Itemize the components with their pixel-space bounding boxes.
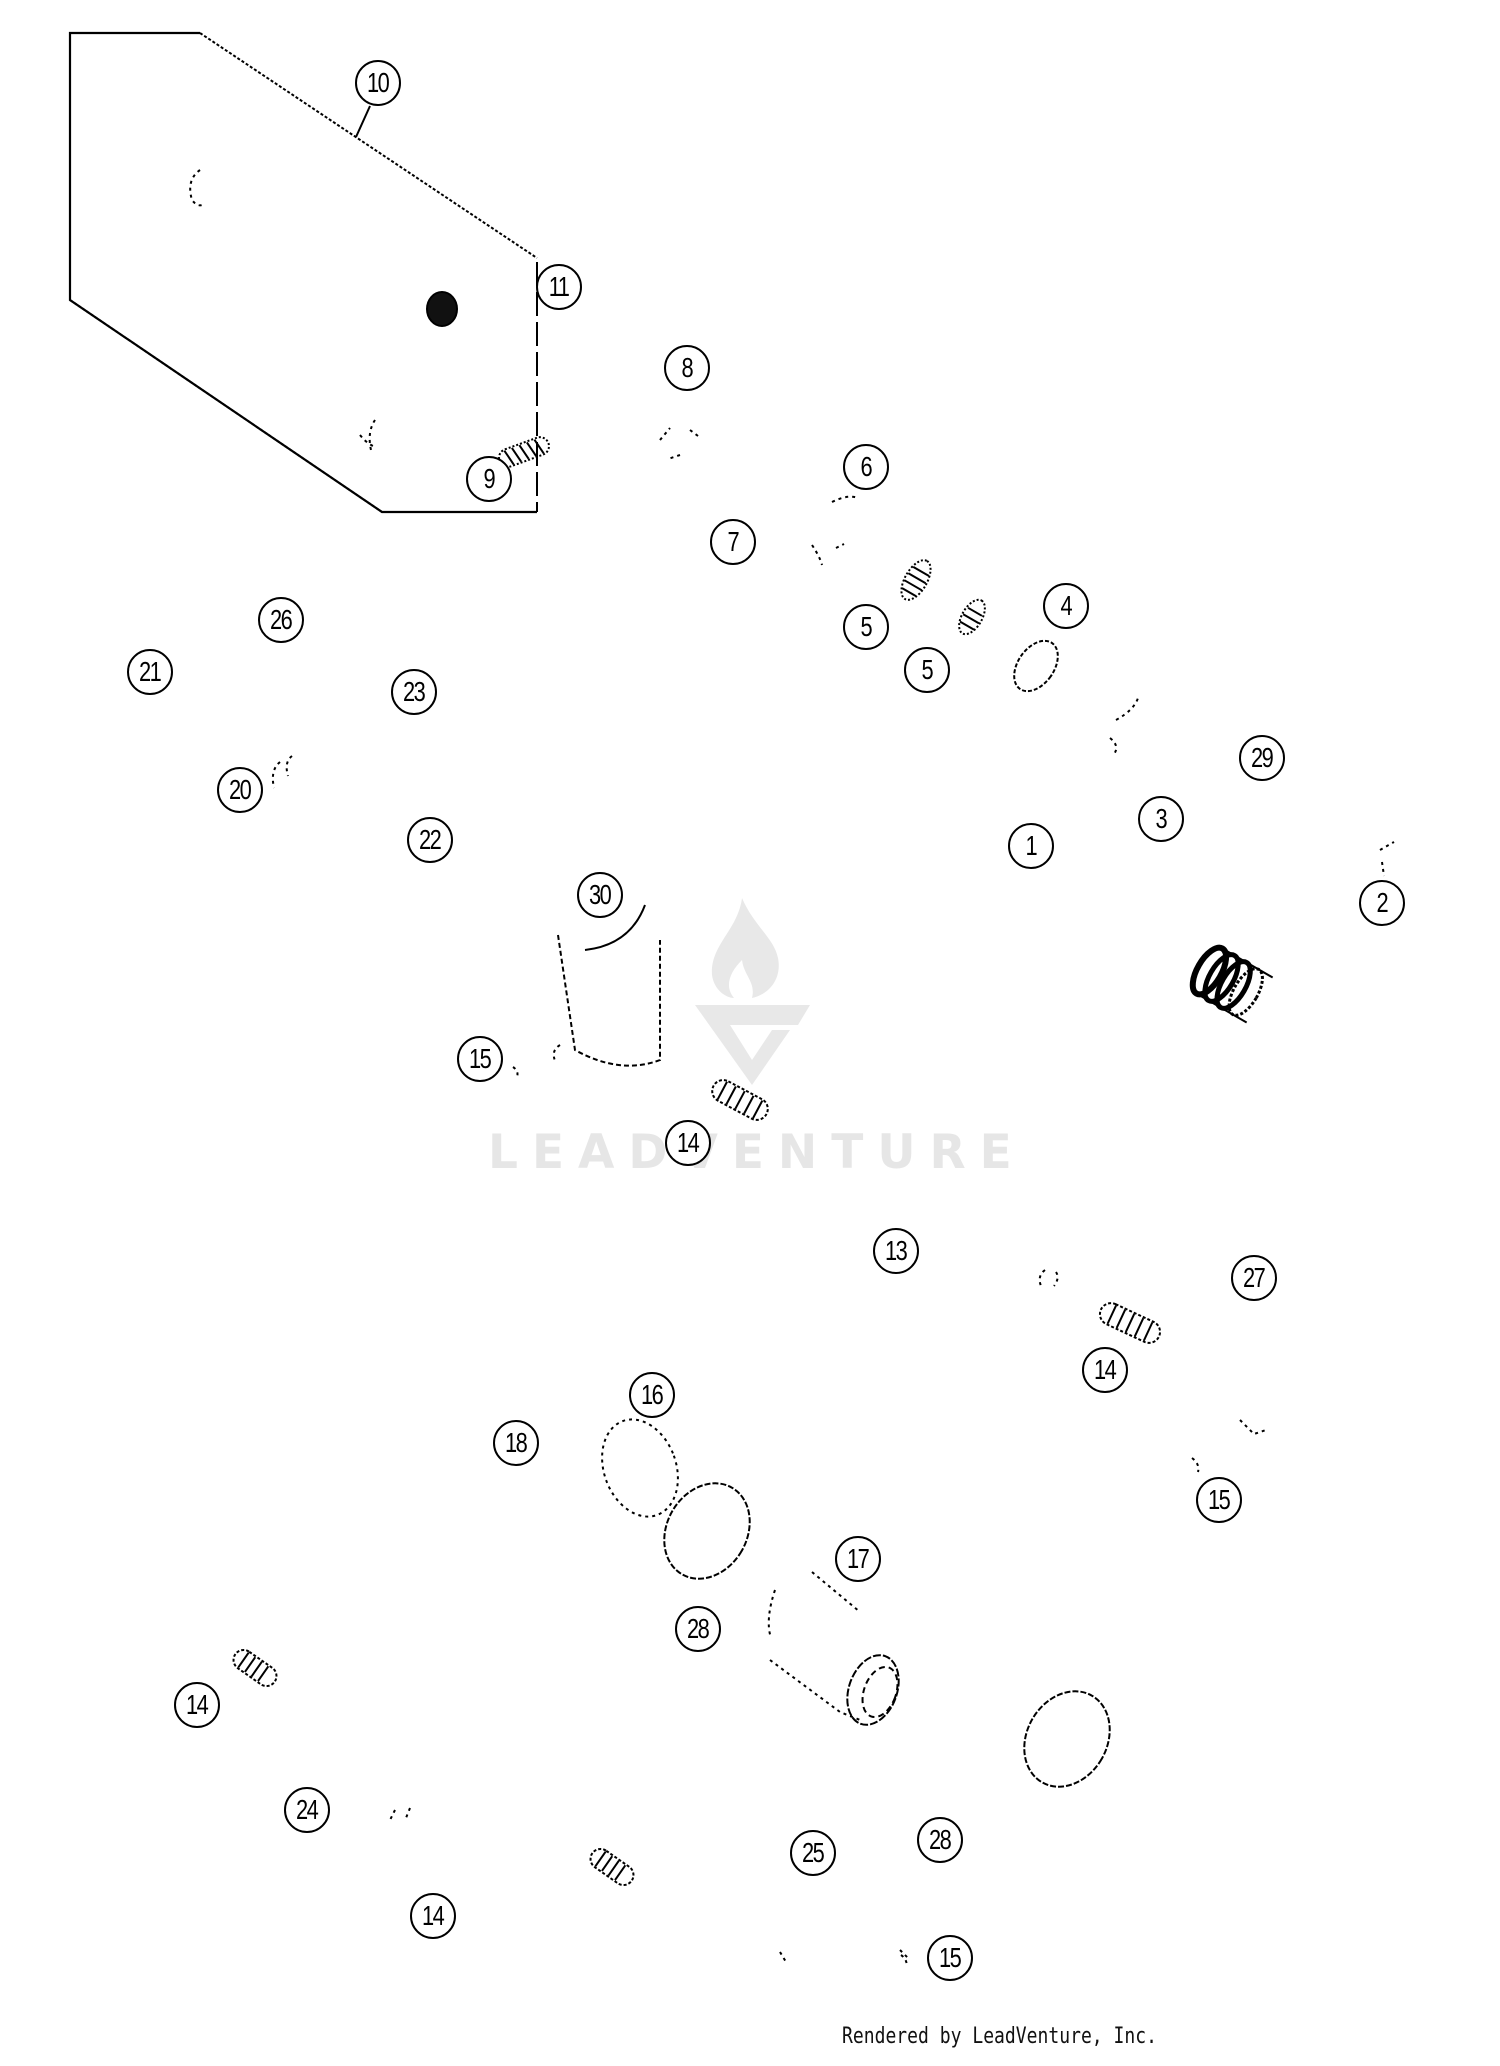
callout-26[interactable]: 26 [258,597,304,643]
group-box-outline [68,31,537,514]
callout-15[interactable]: 15 [927,1935,973,1981]
callout-2[interactable]: 2 [1359,880,1405,926]
callout-4[interactable]: 4 [1043,583,1089,629]
callout-3[interactable]: 3 [1138,796,1184,842]
callout-25[interactable]: 25 [790,1830,836,1876]
callout-17[interactable]: 17 [835,1536,881,1582]
callout-6[interactable]: 6 [843,444,889,490]
callout-18[interactable]: 18 [493,1420,539,1466]
callout-15[interactable]: 15 [1196,1477,1242,1523]
leadventure-logo-icon [695,898,810,1085]
callout-29[interactable]: 29 [1239,735,1285,781]
callout-28[interactable]: 28 [675,1606,721,1652]
callout-7[interactable]: 7 [710,519,756,565]
callout-5[interactable]: 5 [843,604,889,650]
callout-22[interactable]: 22 [407,817,453,863]
callout-5[interactable]: 5 [904,647,950,693]
callout-14[interactable]: 14 [665,1120,711,1166]
callout-8[interactable]: 8 [664,345,710,391]
watermark-text: LEADVENTURE [488,1125,1026,1180]
callout-27[interactable]: 27 [1231,1255,1277,1301]
callout-14[interactable]: 14 [1082,1347,1128,1393]
footer-credit: Rendered by LeadVenture, Inc. [842,2024,1157,2049]
callout-10[interactable]: 10 [355,60,401,106]
callout-21[interactable]: 21 [127,649,173,695]
callout-14[interactable]: 14 [174,1682,220,1728]
callout-9[interactable]: 9 [466,456,512,502]
callout-14[interactable]: 14 [410,1893,456,1939]
callout-13[interactable]: 13 [873,1228,919,1274]
spring-11 [426,291,458,327]
callout-11[interactable]: 11 [536,264,582,310]
callout-20[interactable]: 20 [217,767,263,813]
callout-28[interactable]: 28 [917,1817,963,1863]
callout-24[interactable]: 24 [284,1787,330,1833]
callout-15[interactable]: 15 [457,1036,503,1082]
callout-23[interactable]: 23 [391,669,437,715]
callout-1[interactable]: 1 [1008,823,1054,869]
callout-30[interactable]: 30 [577,872,623,918]
callout-16[interactable]: 16 [629,1372,675,1418]
